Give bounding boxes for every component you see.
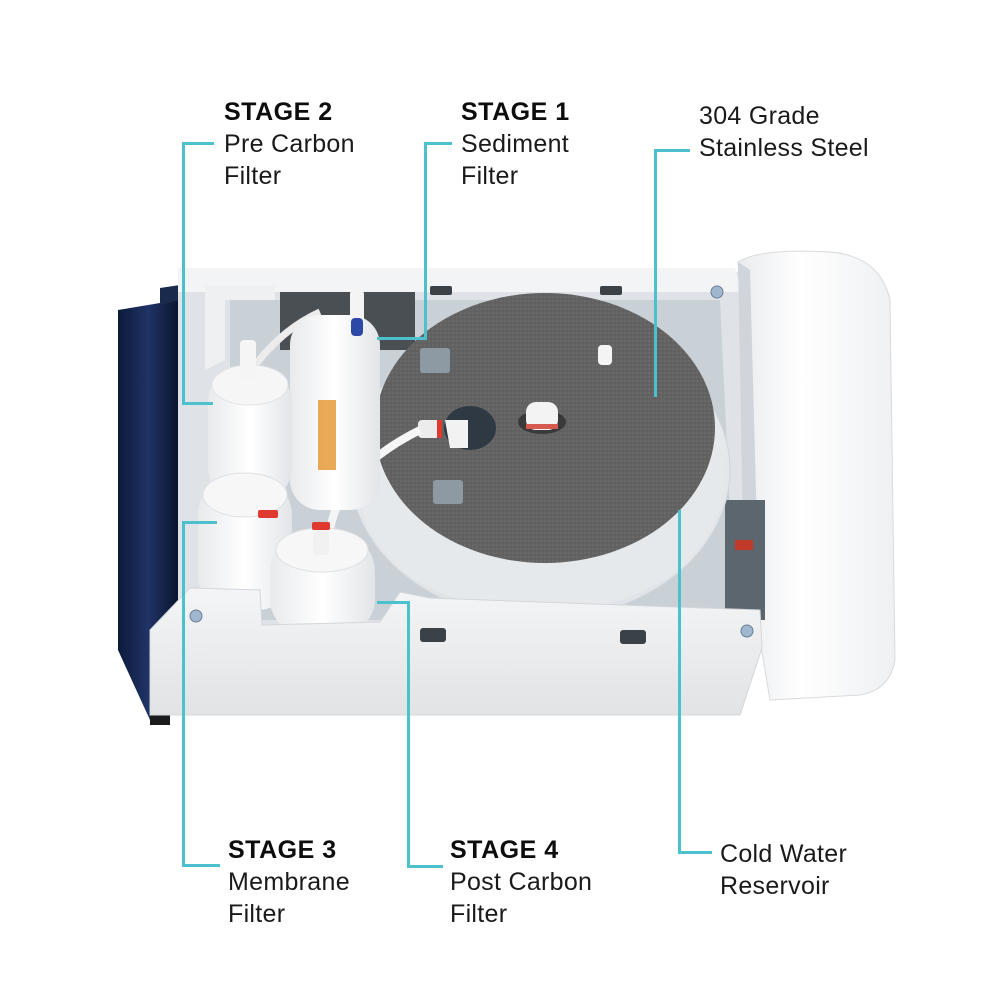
label-stage2: STAGE 2 Pre Carbon Filter <box>224 96 355 192</box>
label-cold-water-reservoir: Cold Water Reservoir <box>720 838 847 902</box>
leader-stage1-top <box>424 142 452 145</box>
leader-stage3-bottom <box>182 864 220 867</box>
label-stage2-line1: Pre Carbon <box>224 130 355 158</box>
label-stage3: STAGE 3 Membrane Filter <box>228 834 350 930</box>
label-stage4-line2: Filter <box>450 900 508 928</box>
leader-stage2-bottom <box>182 402 213 405</box>
stage4-filter-body <box>270 522 375 635</box>
leader-reservoir-vertical <box>678 510 681 853</box>
label-steel-line1: 304 Grade <box>699 102 820 130</box>
leader-stage3-vertical <box>182 521 185 866</box>
label-reservoir-line2: Reservoir <box>720 872 830 900</box>
label-steel-line2: Stainless Steel <box>699 134 869 162</box>
right-cover <box>725 250 896 701</box>
leader-stage4-vertical <box>407 601 410 867</box>
leader-stage4-bottom <box>407 865 443 868</box>
label-stage4-line1: Post Carbon <box>450 868 593 896</box>
label-stage1: STAGE 1 Sediment Filter <box>461 96 570 192</box>
leader-stage3-top <box>182 521 217 524</box>
label-stainless-steel: 304 Grade Stainless Steel <box>699 100 869 164</box>
cold-water-reservoir <box>349 293 731 621</box>
label-stage3-title: STAGE 3 <box>228 836 337 864</box>
leader-stage2-top <box>182 142 214 145</box>
leader-steel-top <box>654 149 690 152</box>
leader-steel-vertical <box>654 149 657 397</box>
label-stage3-line2: Filter <box>228 900 286 928</box>
label-stage1-line1: Sediment <box>461 130 570 158</box>
leader-stage1-vertical <box>424 142 427 339</box>
label-stage3-line1: Membrane <box>228 868 350 896</box>
stage3-filter-body <box>198 472 292 610</box>
stage1-filter-body <box>290 290 380 510</box>
label-stage1-line2: Filter <box>461 162 519 190</box>
stage2-filter-body <box>208 340 292 500</box>
leader-stage2-vertical <box>182 142 185 404</box>
label-stage1-title: STAGE 1 <box>461 98 570 126</box>
leader-stage1-bottom <box>377 337 427 340</box>
leader-stage4-top <box>377 601 409 604</box>
label-stage2-line2: Filter <box>224 162 282 190</box>
label-stage4: STAGE 4 Post Carbon Filter <box>450 834 592 930</box>
label-stage4-title: STAGE 4 <box>450 836 559 864</box>
label-stage2-title: STAGE 2 <box>224 98 333 126</box>
label-reservoir-line1: Cold Water <box>720 840 848 868</box>
leader-reservoir-bottom <box>678 851 712 854</box>
